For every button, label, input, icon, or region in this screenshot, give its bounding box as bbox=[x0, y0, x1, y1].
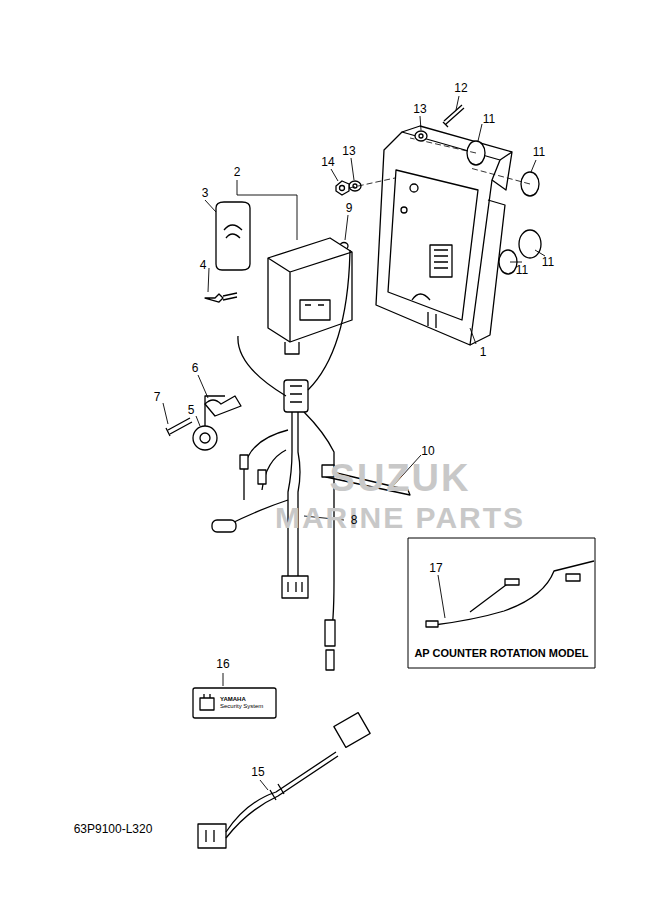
callout-number: 13 bbox=[342, 145, 355, 157]
leader-lines bbox=[163, 96, 545, 790]
callout-number: 2 bbox=[234, 166, 241, 178]
callout-number: 8 bbox=[351, 514, 358, 526]
callout-number: 11 bbox=[542, 256, 554, 268]
callout-number: 14 bbox=[321, 156, 334, 168]
watermark: SUZUK bbox=[330, 459, 471, 497]
drawing-code: 63P9100-L320 bbox=[74, 823, 153, 835]
callout-number: 5 bbox=[188, 404, 195, 416]
model-note: AP COUNTER ROTATION MODEL bbox=[414, 647, 588, 660]
wire-harness bbox=[212, 250, 350, 670]
control-unit bbox=[268, 238, 352, 354]
callout-number: 3 bbox=[202, 187, 209, 199]
callout-number: 11 bbox=[516, 264, 528, 276]
callout-number: 9 bbox=[346, 202, 353, 214]
callout-number: 1 bbox=[480, 346, 487, 358]
callout-number: 17 bbox=[429, 562, 442, 574]
callout-number: 11 bbox=[533, 146, 545, 158]
callout-number: 15 bbox=[251, 766, 264, 778]
callout-number: 7 bbox=[154, 391, 161, 403]
watermark: MARINE PARTS bbox=[275, 503, 525, 533]
decal-label: YAMAHASecurity System bbox=[216, 690, 274, 716]
brand-text: YAMAHA bbox=[220, 696, 246, 703]
callout-number: 6 bbox=[192, 362, 199, 374]
housing bbox=[376, 126, 512, 345]
callout-number: 11 bbox=[483, 113, 495, 125]
extension-cable bbox=[198, 713, 370, 848]
callout-number: 13 bbox=[413, 103, 426, 115]
callout-number: 16 bbox=[216, 658, 229, 670]
decal-text: Security System bbox=[220, 703, 263, 710]
callout-number: 10 bbox=[421, 445, 434, 457]
callout-number: 4 bbox=[200, 259, 207, 271]
callout-number: 12 bbox=[454, 82, 467, 94]
inset-box: AP COUNTER ROTATION MODEL bbox=[409, 645, 594, 667]
